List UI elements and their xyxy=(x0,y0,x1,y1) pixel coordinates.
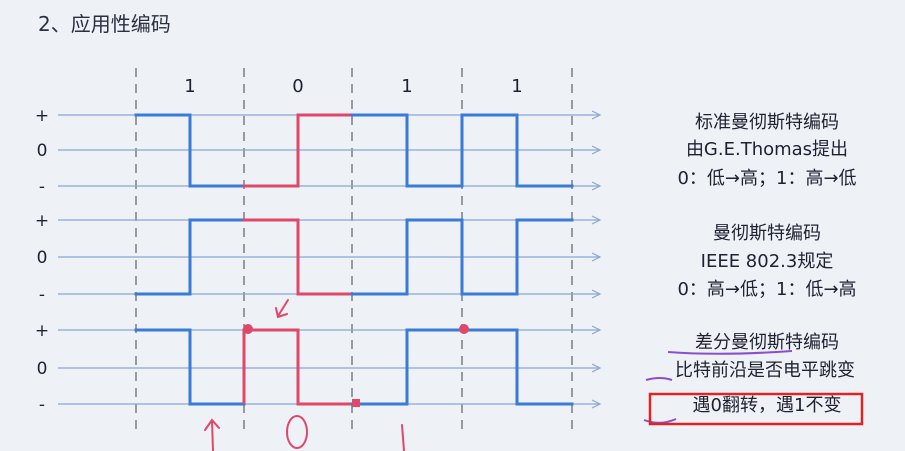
desc-manchester-line1: 曼彻斯特编码 xyxy=(713,223,821,244)
annotation-one-mark xyxy=(401,424,405,451)
slide-title: 2、应用性编码 xyxy=(38,12,171,36)
level-label-r0-1: 0 xyxy=(37,141,48,161)
desc-manchester-line2: IEEE 802.3规定 xyxy=(700,251,834,272)
annotation-dot-icon xyxy=(352,399,360,407)
annotation-zero-mark xyxy=(286,415,308,449)
desc-standard-line2: 由G.E.Thomas提出 xyxy=(685,139,849,160)
level-label-r1-1: 0 xyxy=(37,248,48,268)
desc-differential-line1: 差分曼彻斯特编码 xyxy=(695,332,839,353)
axis-arrow-icon xyxy=(591,215,602,225)
annotation-dot-icon xyxy=(459,324,469,334)
annotation-underline xyxy=(667,350,793,355)
level-label-r1-0: + xyxy=(35,211,49,231)
level-label-r2-1: 0 xyxy=(37,359,48,379)
level-label-r2-0: + xyxy=(35,321,49,341)
annotation-arrow-icon xyxy=(275,299,289,319)
desc-standard-line1: 标准曼彻斯特编码 xyxy=(695,112,839,133)
annotation-dot-icon xyxy=(243,324,253,334)
desc-standard-line3: 0：低→高；1：高→低 xyxy=(677,168,857,189)
bit-label-2: 1 xyxy=(401,76,412,97)
axis-arrow-icon xyxy=(591,289,602,299)
axis-arrow-icon xyxy=(591,181,602,191)
level-label-r0-0: + xyxy=(35,106,49,126)
level-label-r0-2: - xyxy=(39,177,45,197)
highlight-box xyxy=(648,392,864,426)
desc-differential-line3: 遇0翻转，遇1不变 xyxy=(692,395,842,416)
desc-manchester-line3: 0：高→低；1：低→高 xyxy=(677,279,857,300)
level-label-r1-2: - xyxy=(39,285,45,305)
bit-label-3: 1 xyxy=(511,76,522,97)
axis-arrow-icon xyxy=(591,110,602,120)
level-label-r2-2: - xyxy=(39,395,45,415)
axis-arrow-icon xyxy=(591,399,602,409)
axis-arrow-icon xyxy=(591,363,602,373)
desc-differential-line2: 比特前沿是否电平跳变 xyxy=(675,360,855,381)
axis-arrow-icon xyxy=(591,325,602,335)
axis-arrow-icon xyxy=(591,252,602,262)
bit-label-0: 1 xyxy=(184,76,195,97)
bit-label-1: 0 xyxy=(292,76,303,97)
axis-arrow-icon xyxy=(591,145,602,155)
annotation-arrow-icon xyxy=(204,418,220,451)
annotation-underline xyxy=(645,377,673,381)
